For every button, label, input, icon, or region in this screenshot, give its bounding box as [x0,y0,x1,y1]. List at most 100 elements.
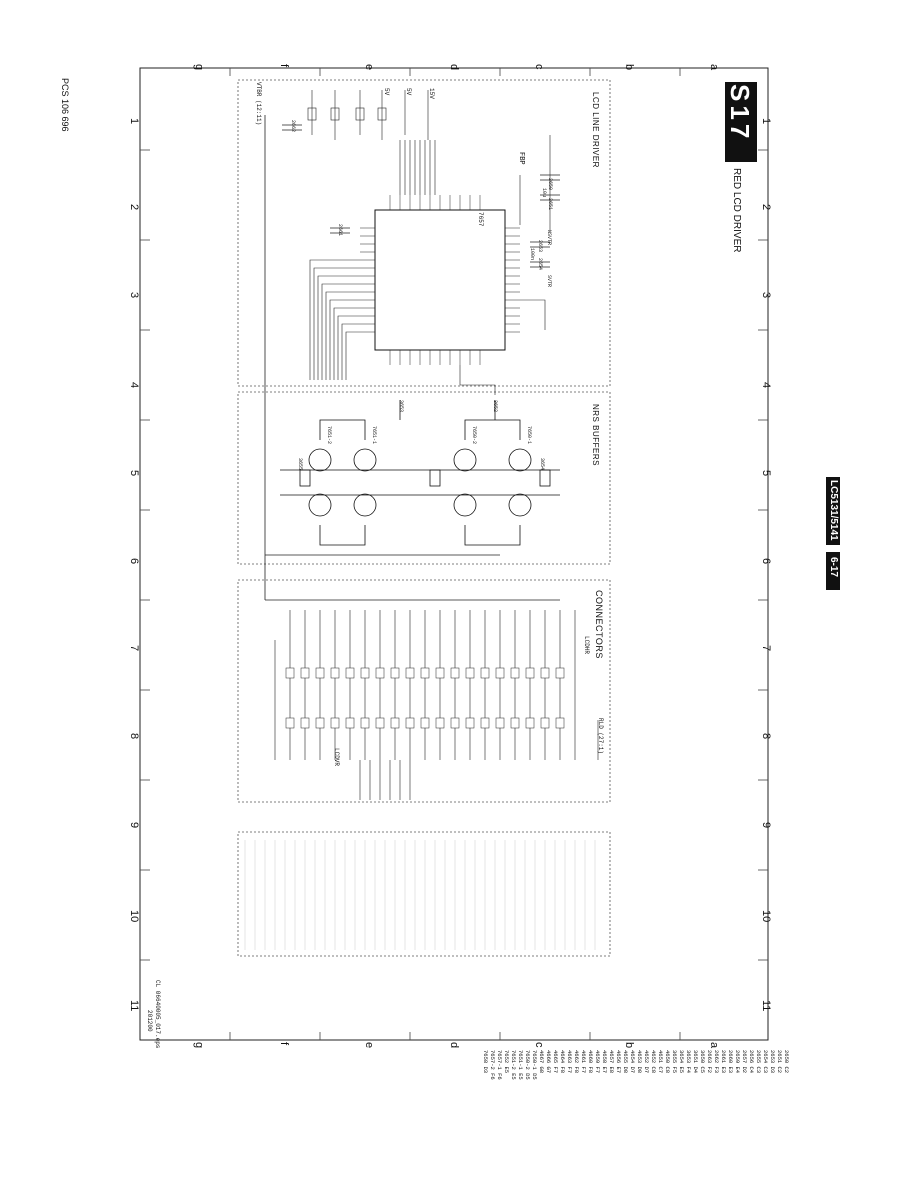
parts-ref-item: 3655 F5 [671,1050,678,1074]
grid-col-label: 3 [128,292,140,299]
grid-col-label: 7 [128,645,140,652]
sheet-title: RED LCD DRIVER [731,168,742,253]
component-label: 7657 [477,212,484,227]
parts-ref-item: 4662 F8 [573,1050,580,1074]
parts-ref-item: 3651 D4 [692,1050,699,1074]
grid-row-label: d [448,64,460,71]
component-label: 2653 [537,240,543,253]
component-label: 7651-1 [371,426,377,445]
grid-row-label: b [623,64,635,71]
signal-nsvtr: NSVTR [546,230,552,246]
component-label: 2654 [537,258,543,271]
grid-col-label: 11 [760,1000,772,1012]
signal-lcdhr: LCDHR [583,636,590,655]
parts-ref-item: 7657-1 F6 [496,1050,503,1080]
grid-row-label: c [533,1042,545,1048]
sheet-tag: S17 [724,84,755,142]
component-label: 10u [541,188,547,198]
parts-ref-item: 2657 D2 [741,1050,748,1074]
parts-ref-item: 4651 C7 [657,1050,664,1074]
parts-ref-item: 7658 D3 [482,1050,489,1074]
grid-col-label: 2 [128,204,140,211]
grid-col-label: 3 [760,292,772,299]
sheet-tag-char: S [725,84,755,106]
component-label: 100n [529,248,535,261]
parts-ref-item: 2656 C4 [748,1050,755,1074]
parts-ref-item: 7651-2 E5 [510,1050,517,1080]
parts-ref-item: 7650-1 D5 [531,1050,538,1080]
connectors-box [237,579,611,803]
grid-col-label: 1 [760,118,772,125]
parts-ref-item: 4652 C8 [650,1050,657,1074]
grid-row-label: e [363,1042,375,1049]
grid-row-label: f [278,64,290,68]
parts-table-lines [244,840,596,950]
parts-ref-item: 4654 D7 [629,1050,636,1074]
lcd-driver-ic [360,195,520,365]
section-title-lcd-line-driver: LCD LINE DRIVER [591,92,600,168]
driver-caps [282,124,560,268]
parts-ref-item: 2663 F2 [706,1050,713,1074]
parts-ref-item: 2650 C2 [783,1050,790,1074]
power-supplies [307,90,429,140]
document-code: PCS 106 696 [60,78,70,132]
parts-ref-item: 4666 G7 [545,1050,552,1074]
grid-ticks [140,68,768,1040]
component-label: 3655 [297,458,303,471]
component-label: 3654 [539,458,545,471]
grid-row-label: a [708,64,720,71]
sheet-frame [139,67,769,1041]
grid-col-label: 11 [128,1000,140,1012]
component-label: 2651 [547,198,553,211]
component-label: 7651-2 [326,426,332,445]
grid-col-label: 5 [128,470,140,477]
grid-col-label: 10 [760,910,772,923]
grid-col-label: 8 [760,733,772,740]
parts-ref-item: 2654 C3 [762,1050,769,1074]
signal-lcdvr: LCDVR [333,748,340,767]
parts-ref-item: 4661 F7 [580,1050,587,1074]
parts-ref-item: 2653 D3 [769,1050,776,1074]
sheet-tag-char: 1 [725,105,755,124]
parts-ref-item: 2660 E3 [727,1050,734,1074]
parts-ref-item: 7650-2 D5 [524,1050,531,1080]
grid-col-label: 9 [128,822,140,829]
page-number: 6-17 [828,557,839,578]
grid-col-label: 4 [760,382,772,389]
parts-ref-item: 4665 F7 [552,1050,559,1074]
parts-ref-item: 7651-1 E5 [517,1050,524,1080]
model-tag-bg [826,477,840,545]
model-label: LC5131/5141 [828,480,839,541]
parts-ref-item: 2651 C2 [776,1050,783,1074]
component-label: 7650-2 [471,426,477,445]
component-label: 2662 [290,120,296,133]
parts-ref-item: 4652 D7 [643,1050,650,1074]
sheet-tag-bg [725,82,757,162]
sheet-tag-char: 7 [725,123,755,143]
page-tag-bg [826,552,840,590]
lcd-line-driver-box [237,79,611,387]
section-title-nrs-buffers: NRS BUFFERS [591,404,600,466]
vtbr-bus [264,115,560,601]
parts-ref-item: 2659 E4 [734,1050,741,1074]
footer-code: CL 06640005_017.eps [154,980,161,1049]
grid-col-label: 10 [128,910,140,923]
parts-ref-item: 2662 F3 [713,1050,720,1074]
grid-row-label: f [278,1042,290,1046]
grid-row-label: c [533,64,545,70]
component-label: 7650-1 [526,426,532,445]
signal-5v: 5V [405,88,412,96]
parts-ref-item: 3653 F4 [685,1050,692,1074]
grid-col-label: 6 [128,558,140,565]
grid-col-label: 8 [128,733,140,740]
grid-col-label: 6 [760,558,772,565]
grid-row-label: b [623,1042,635,1049]
parts-ref-item: 7657-2 F6 [489,1050,496,1080]
component-label: 2650 [547,178,553,191]
parts-ref-item: 4663 F7 [566,1050,573,1074]
grid-row-label: d [448,1042,460,1049]
parts-ref-item: 3650 C5 [699,1050,706,1074]
nrs-transistors [280,400,560,546]
